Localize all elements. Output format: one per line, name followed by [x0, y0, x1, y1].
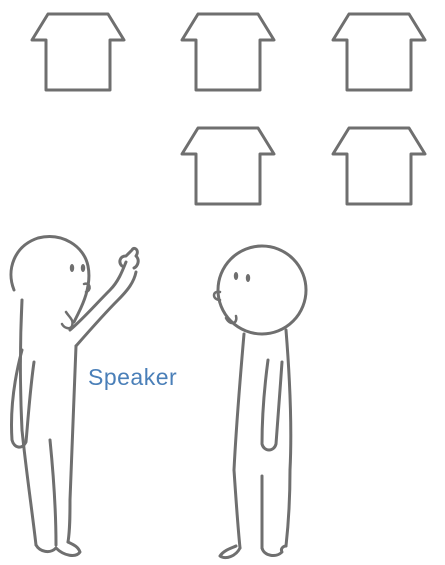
house-icon	[182, 14, 274, 90]
house-icon	[333, 128, 425, 204]
listener-figure	[214, 246, 306, 558]
house-icon	[32, 14, 124, 90]
speaker-figure	[11, 237, 138, 556]
house-icon	[333, 14, 425, 90]
speaker-label: Speaker	[88, 364, 177, 391]
house-icon	[182, 128, 274, 204]
